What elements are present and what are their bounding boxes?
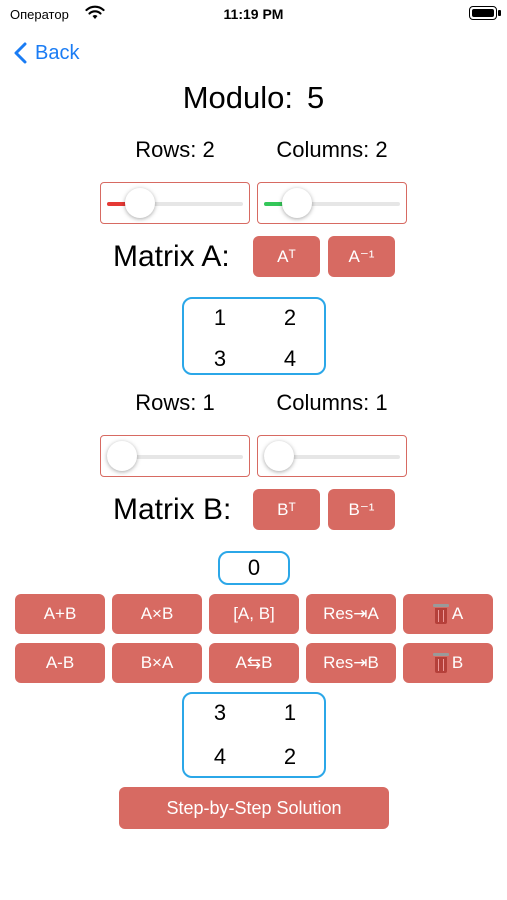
result-cell: 3 [213, 700, 227, 725]
clear-a-button[interactable]: A [403, 594, 493, 634]
swap-button[interactable]: A⇆B [209, 643, 299, 683]
matrix-a-cell[interactable]: 2 [283, 305, 297, 330]
matrix-b-rows-label: Rows: 1 [135, 390, 215, 415]
back-button[interactable]: Back [14, 38, 79, 68]
commutator-button[interactable]: [A, B] [209, 594, 299, 634]
matrix-a-rows-label: Rows: 2 [135, 137, 215, 162]
clear-b-button[interactable]: B [403, 643, 493, 683]
modulo-display[interactable]: Modulo: 5 [0, 80, 507, 116]
result-to-a-button[interactable]: Res⇥A [306, 594, 396, 634]
result-matrix: 3 1 4 2 [182, 692, 326, 778]
step-by-step-button[interactable]: Step-by-Step Solution [119, 787, 389, 829]
inverse-a-button[interactable]: A⁻¹ [328, 236, 395, 277]
matrix-a-columns-label: Columns: 2 [276, 137, 388, 162]
trash-icon [432, 653, 449, 673]
slider-fill [107, 202, 130, 206]
multiply-b-a-button[interactable]: B×A [112, 643, 202, 683]
matrix-b-cell[interactable]: 0 [218, 551, 290, 585]
slider-thumb[interactable] [107, 441, 137, 471]
transpose-a-button[interactable]: Aᵀ [253, 236, 320, 277]
slider-thumb[interactable] [264, 441, 294, 471]
matrix-a-grid[interactable]: 1 2 3 4 [182, 297, 326, 375]
add-button[interactable]: A+B [15, 594, 105, 634]
result-cell: 2 [283, 744, 297, 769]
chevron-left-icon [14, 42, 27, 64]
carrier-label: Оператор [10, 7, 69, 22]
matrix-a-cell[interactable]: 3 [213, 346, 227, 371]
result-cell: 1 [283, 700, 297, 725]
matrix-b-title: Matrix B: [113, 493, 232, 526]
matrix-a-columns-slider[interactable] [257, 182, 407, 224]
transpose-b-button[interactable]: Bᵀ [253, 489, 320, 530]
clear-a-label: A [451, 604, 464, 623]
matrix-b-columns-label: Columns: 1 [276, 390, 388, 415]
matrix-b-columns-slider[interactable] [257, 435, 407, 477]
battery-icon [469, 6, 501, 20]
slider-thumb[interactable] [282, 188, 313, 218]
modulo-label: Modulo: [182, 80, 294, 115]
result-to-b-button[interactable]: Res⇥B [306, 643, 396, 683]
matrix-a-title: Matrix A: [113, 240, 230, 273]
inverse-b-button[interactable]: B⁻¹ [328, 489, 395, 530]
matrix-a-cell[interactable]: 1 [213, 305, 227, 330]
back-label: Back [35, 41, 80, 64]
trash-icon [432, 604, 449, 624]
multiply-a-b-button[interactable]: A×B [112, 594, 202, 634]
result-cell: 4 [213, 744, 227, 769]
subtract-button[interactable]: A-B [15, 643, 105, 683]
matrix-a-cell[interactable]: 4 [283, 346, 297, 371]
slider-thumb[interactable] [125, 188, 156, 218]
status-bar: Оператор 11:19 PM [0, 0, 507, 30]
slider-fill [264, 202, 287, 206]
wifi-icon [85, 5, 105, 19]
modulo-value: 5 [307, 80, 325, 115]
clock: 11:19 PM [223, 6, 284, 22]
clear-b-label: B [451, 653, 464, 672]
matrix-a-rows-slider[interactable] [100, 182, 250, 224]
matrix-b-rows-slider[interactable] [100, 435, 250, 477]
